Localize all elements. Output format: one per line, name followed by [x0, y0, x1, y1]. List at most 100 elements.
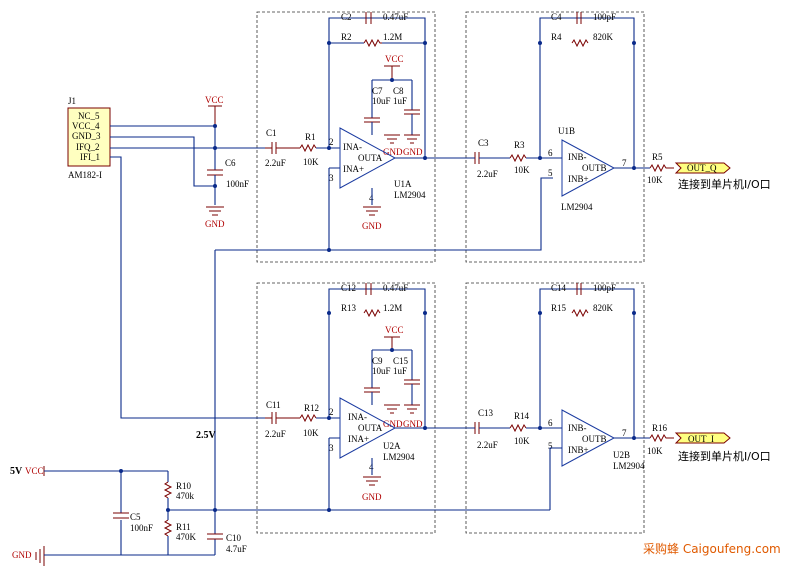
c9-ref: C9: [372, 356, 383, 366]
resistor-r13: R13 1.2M: [341, 303, 402, 318]
j1-pin-ifq2: IFQ_2: [76, 142, 100, 152]
block-lower-stage1: [256, 282, 436, 534]
resistor-r16: R16 10K: [647, 423, 674, 456]
label-2v5: 2.5V: [196, 430, 217, 441]
u1b-pin5: 5: [548, 168, 553, 178]
r12-ref: R12: [304, 403, 319, 413]
c15-val: 1uF: [393, 366, 407, 376]
vcc-symbol-u2: VCC: [384, 325, 404, 350]
r13-ref: R13: [341, 303, 357, 313]
u2b-inm: INB-: [568, 423, 587, 433]
u1b-pin7: 7: [622, 158, 627, 168]
c1-val: 2.2uF: [265, 158, 286, 168]
capacitor-c4: C4 100pF: [551, 12, 616, 24]
block-upper-stage1: [256, 11, 436, 263]
capacitor-c6: C6 100nF: [207, 158, 249, 189]
u2b-pin5: 5: [548, 441, 553, 451]
gnd-label-c9: GND: [383, 419, 403, 429]
watermark: 采购蜂 Caigoufeng.com: [643, 541, 781, 556]
u1b-pin6: 6: [548, 148, 553, 158]
resistor-r5: R5 10K: [647, 152, 674, 185]
port-out-q: OUT_Q: [674, 162, 731, 174]
vcc-label-u2: VCC: [385, 325, 404, 335]
resistor-r11: R11 470K: [163, 519, 197, 542]
vcc-symbol-u1: VCC: [384, 54, 404, 80]
c1-ref: C1: [266, 128, 277, 138]
j1-pin-ifi1: IFI_1: [80, 152, 100, 162]
u2b-out: OUTB: [582, 434, 607, 444]
opamp-u1b: U1B INB- OUTB INB+ LM2904 6 5 7: [548, 126, 627, 212]
out-q-label: OUT_Q: [687, 163, 717, 173]
c5-ref: C5: [130, 512, 141, 522]
r15-val: 820K: [593, 303, 614, 313]
r11-ref: R11: [176, 522, 191, 532]
block-upper-stage2: [465, 11, 645, 263]
r12-val: 10K: [303, 428, 319, 438]
r1-ref: R1: [305, 132, 316, 142]
gnd-label-bias: GND: [12, 550, 32, 560]
capacitor-c11: C11 2.2uF: [265, 400, 300, 439]
gnd-symbol-c6: GND: [205, 206, 225, 229]
resistor-r10: R10 470k: [163, 481, 195, 501]
r5-val: 10K: [647, 175, 663, 185]
c11-val: 2.2uF: [265, 429, 286, 439]
r14-val: 10K: [514, 436, 530, 446]
c3-ref: C3: [478, 138, 489, 148]
capacitor-c15: C15 1uF: [393, 356, 420, 385]
vcc-label-u1: VCC: [385, 54, 404, 64]
out-i-label: OUT_I: [688, 434, 714, 444]
resistor-r15: R15 820K: [551, 303, 614, 318]
u1b-ref: U1B: [558, 126, 575, 136]
vcc-symbol-left: VCC: [205, 95, 224, 126]
u2b-pin6: 6: [548, 418, 553, 428]
u1a-pin3: 3: [329, 173, 334, 183]
u2a-inm: INA-: [348, 412, 367, 422]
u2b-pin7: 7: [622, 428, 627, 438]
u1b-inp: INB+: [568, 174, 589, 184]
r15-ref: R15: [551, 303, 567, 313]
c8-val: 1uF: [393, 96, 407, 106]
u1a-pin2: 2: [329, 137, 334, 147]
opamp-u2b: INB- OUTB INB+ U2B LM2904 6 5 7: [548, 409, 645, 471]
gnd-symbol-u1: GND: [362, 206, 382, 231]
r5-ref: R5: [652, 152, 663, 162]
c7-val: 10uF: [372, 96, 391, 106]
u1b-out: OUTB: [582, 163, 607, 173]
gnd-input: GND: [12, 546, 45, 566]
u2b-part: LM2904: [613, 461, 645, 471]
c2-ref: C2: [341, 12, 352, 22]
u2a-pin3: 3: [329, 443, 334, 453]
j1-part: AM182-I: [68, 170, 102, 180]
label-5v: 5V: [10, 466, 23, 477]
gnd-label-c6: GND: [205, 219, 225, 229]
c4-ref: C4: [551, 12, 562, 22]
j1-pin-vcc4: VCC_4: [72, 121, 100, 131]
r10-val: 470k: [176, 491, 195, 501]
u1a-out: OUTA: [358, 153, 383, 163]
connector-j1: J1 NC_5 VCC_4 GND_3 IFQ_2 IFI_1 AM182-I: [67, 96, 111, 180]
j1-ref: J1: [68, 96, 76, 106]
resistor-r2: R2 1.2M: [329, 32, 425, 48]
resistor-r4: R4 820K: [551, 32, 614, 48]
capacitor-c7: C7 10uF: [364, 86, 391, 123]
resistor-r14: R14 10K: [509, 411, 530, 446]
c12-val: 0.47uF: [383, 283, 408, 293]
c6-val: 100nF: [226, 179, 249, 189]
u2b-ref: U2B: [613, 450, 630, 460]
vcc-label-bias: VCC: [25, 466, 44, 476]
r16-ref: R16: [652, 423, 668, 433]
capacitor-c2: C2 0.47uF: [329, 12, 425, 24]
u1b-inm: INB-: [568, 152, 587, 162]
r10-ref: R10: [176, 481, 192, 491]
c5-val: 100nF: [130, 523, 153, 533]
vcc-label-left: VCC: [205, 95, 224, 105]
c8-ref: C8: [393, 86, 404, 96]
r13-val: 1.2M: [383, 303, 402, 313]
capacitor-c13: C13 2.2uF: [465, 408, 510, 450]
capacitor-c14: C14 100pF: [551, 283, 616, 295]
resistor-r12: R12 10K: [299, 403, 319, 438]
r1-val: 10K: [303, 157, 319, 167]
u1a-part: LM2904: [394, 190, 426, 200]
u1b-part: LM2904: [561, 202, 593, 212]
c15-ref: C15: [393, 356, 409, 366]
